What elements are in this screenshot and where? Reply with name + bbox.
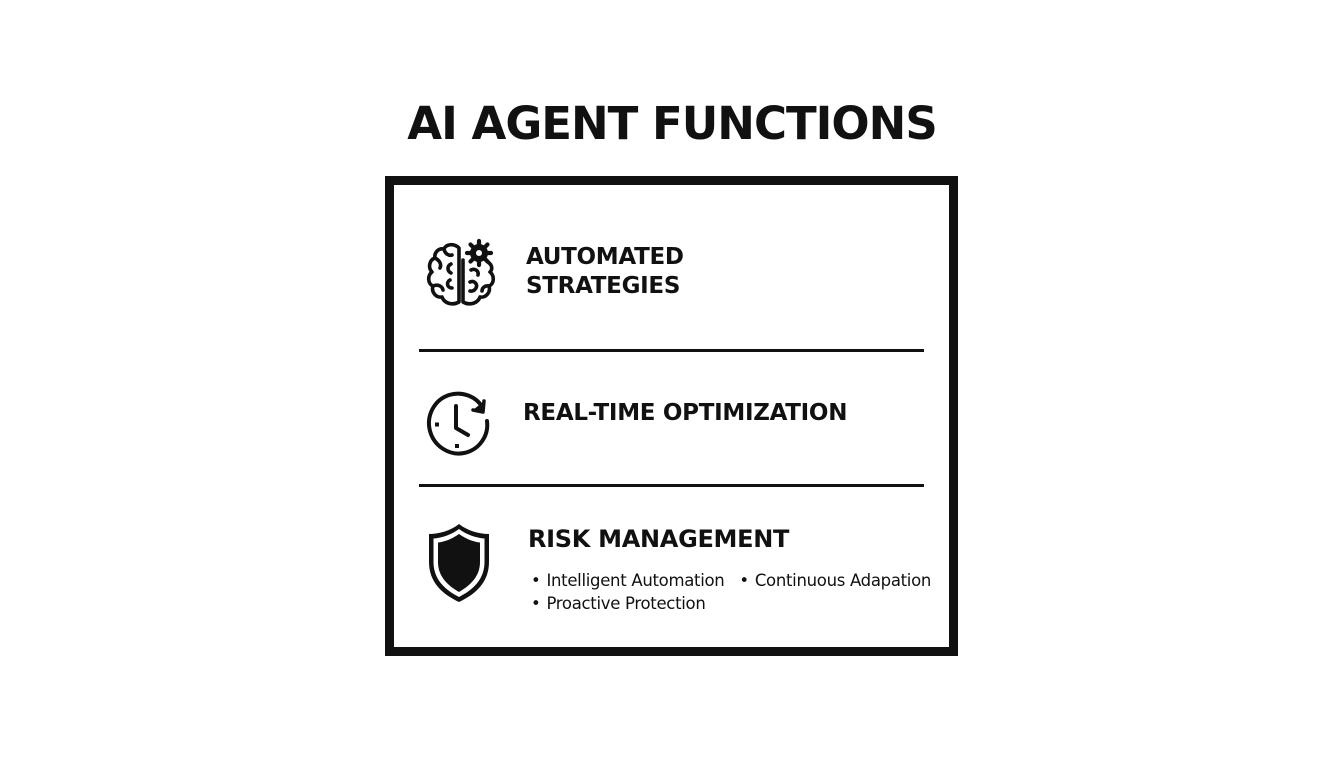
real-time-optimization-heading: REAL-TIME OPTIMIZATION	[523, 400, 848, 426]
bullet-marker: •	[739, 571, 749, 590]
bullet-text: Intelligent Automation	[546, 571, 725, 590]
heading-line-1: AUTOMATED	[526, 244, 684, 270]
risk-management-heading: RISK MANAGEMENT	[528, 525, 790, 553]
bullet-row-2: • Proactive Protection	[531, 592, 941, 615]
bullet-item: • Intelligent Automation	[531, 569, 725, 592]
bullet-item: • Proactive Protection	[531, 592, 706, 615]
bullet-marker: •	[531, 594, 541, 613]
diagram-title: AI AGENT FUNCTIONS	[407, 97, 938, 150]
automated-strategies-heading: AUTOMATED STRATEGIES	[526, 243, 684, 301]
section-divider-2	[419, 484, 924, 487]
bullet-marker: •	[531, 571, 541, 590]
shield-icon	[426, 522, 492, 604]
section-divider-1	[419, 349, 924, 352]
clock-refresh-icon	[421, 386, 495, 460]
brain-gear-icon	[424, 238, 498, 312]
heading-line-2: STRATEGIES	[526, 273, 681, 299]
bullet-text: Continuous Adapation	[754, 571, 932, 590]
bullet-text: Proactive Protection	[546, 594, 706, 613]
bullet-row-1: • Intelligent Automation • Continuous Adap…	[531, 569, 941, 592]
risk-bullet-list: • Intelligent Automation • Continuous Adap…	[531, 569, 941, 615]
bullet-item: • Continuous Adapation	[739, 569, 931, 592]
